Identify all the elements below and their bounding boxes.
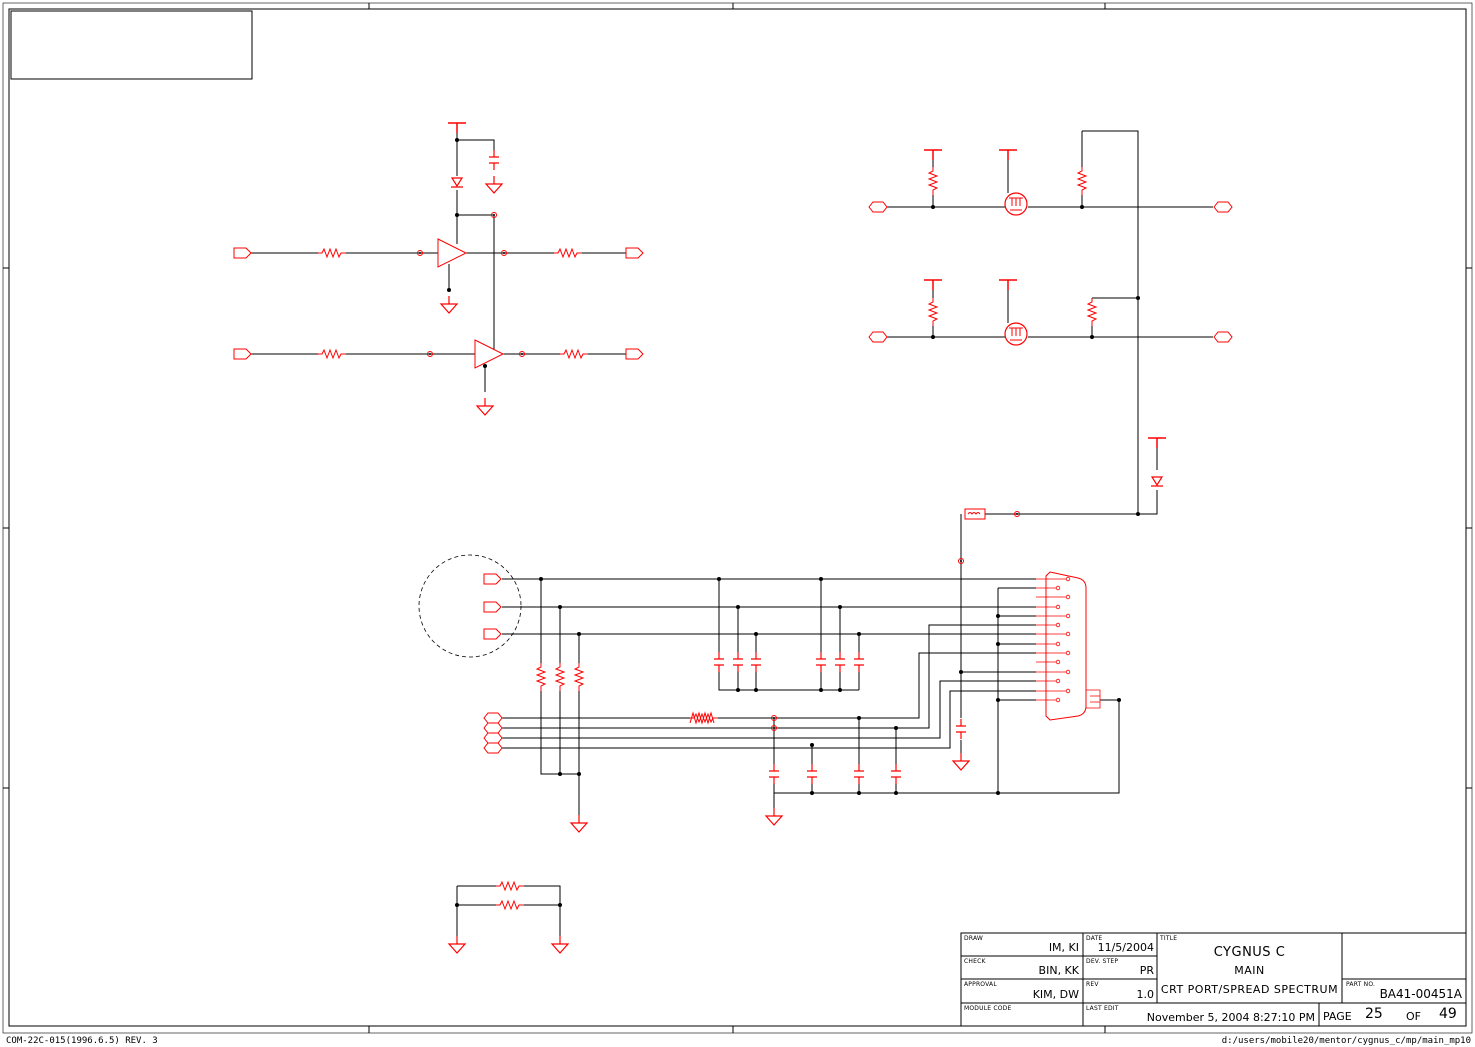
dev-step-value: PR — [1139, 964, 1154, 977]
input-port-1 — [233, 247, 252, 259]
title-label: TITLE — [1160, 935, 1178, 942]
date-label: DATE — [1086, 935, 1103, 942]
buffer-section — [233, 122, 644, 416]
level-shifter-section — [868, 130, 1233, 520]
draw-value: IM, KI — [1048, 941, 1079, 954]
part-no-value: BA41-00451A — [1379, 987, 1462, 1001]
check-label: CHECK — [964, 958, 986, 965]
title-line-3: CRT PORT/SPREAD SPECTRUM — [1160, 983, 1339, 996]
mosfet-1 — [1004, 192, 1028, 216]
page-label: PAGE — [1323, 1010, 1352, 1023]
title-line-1: CYGNUS C — [1213, 945, 1286, 960]
file-path: d:/users/mobile20/mentor/cygnus_c/mp/mai… — [1221, 1036, 1471, 1046]
total-pages: 49 — [1439, 1006, 1457, 1022]
crt-port-section — [418, 514, 1121, 833]
draw-label: DRAW — [964, 935, 984, 942]
output-port-2 — [625, 348, 644, 360]
rev-value: 1.0 — [1136, 988, 1155, 1001]
pulldown-section — [448, 881, 569, 954]
mosfet-2 — [1004, 322, 1028, 346]
of-label: OF — [1406, 1010, 1421, 1023]
title-block-grid — [960, 932, 1467, 1027]
vga-connector — [1036, 571, 1101, 721]
last-edit-label: LAST EDIT — [1086, 1005, 1119, 1012]
title-line-2: MAIN — [1234, 964, 1265, 977]
approval-label: APPROVAL — [964, 981, 997, 988]
check-value: BIN, KK — [1038, 964, 1079, 977]
buffer-gate-2 — [474, 339, 505, 369]
rev-label: REV — [1086, 981, 1099, 988]
date-value: 11/5/2004 — [1097, 941, 1154, 954]
form-code: COM-22C-015(1996.6.5) REV. 3 — [6, 1036, 158, 1046]
dev-step-label: DEV. STEP — [1086, 958, 1119, 965]
input-port-2 — [233, 348, 252, 360]
page-value: 25 — [1365, 1006, 1383, 1022]
buffer-gate-1 — [437, 238, 468, 268]
ferrite-bead — [964, 508, 986, 520]
last-edit-value: November 5, 2004 8:27:10 PM — [1146, 1011, 1315, 1024]
approval-value: KIM, DW — [1032, 988, 1079, 1001]
part-no-label: PART NO. — [1346, 981, 1376, 988]
module-code-label: MODULE CODE — [964, 1005, 1012, 1012]
output-port-1 — [625, 247, 644, 259]
